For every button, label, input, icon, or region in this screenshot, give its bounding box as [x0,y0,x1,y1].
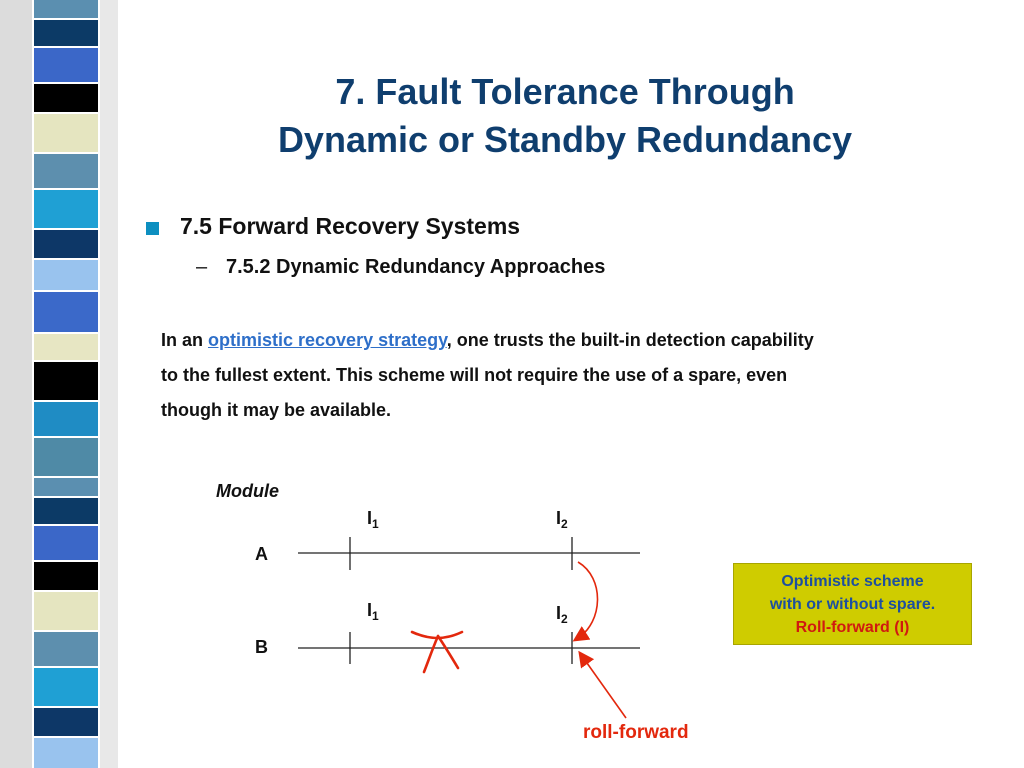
optimistic-recovery-link[interactable]: optimistic recovery strategy [208,330,447,350]
module-b-label: B [255,637,268,657]
para-line-3: though it may be available. [161,400,392,420]
interval-a-1-label: I1 [367,508,379,531]
module-a-label: A [255,544,268,564]
roll-forward-pointer-arrow [578,650,627,719]
fault-mark-icon [410,630,464,674]
note-line-1: Optimistic scheme [781,573,924,590]
body-paragraph: In an optimistic recovery strategy, one … [161,323,1011,428]
module-axis-label: Module [216,481,279,501]
interval-b-1-label: I1 [367,600,379,623]
roll-forward-label: roll-forward [583,722,689,743]
optimistic-scheme-note: Optimistic scheme with or without spare.… [733,563,972,645]
dash-bullet: – [196,256,208,278]
slide-title-line-2: Dynamic or Standby Redundancy [277,119,853,160]
note-line-3: Roll-forward (I) [795,619,910,636]
square-bullet-icon [146,222,159,235]
subsection-heading: 7.5.2 Dynamic Redundancy Approaches [226,256,606,278]
slide-title-line-1: 7. Fault Tolerance Through [335,71,795,112]
interval-b-2-label: I2 [556,603,568,626]
roll-forward-curve-arrow [572,561,599,642]
para-text-prefix: In an [161,330,209,350]
section-heading: 7.5 Forward Recovery Systems [180,213,521,239]
note-line-2: with or without spare. [769,596,936,613]
para-text-suffix: , one trusts the built-in detection capa… [446,330,814,350]
decorative-stripe [0,0,118,768]
para-line-2: to the fullest extent. This scheme will … [161,365,788,385]
interval-a-2-label: I2 [556,508,568,531]
